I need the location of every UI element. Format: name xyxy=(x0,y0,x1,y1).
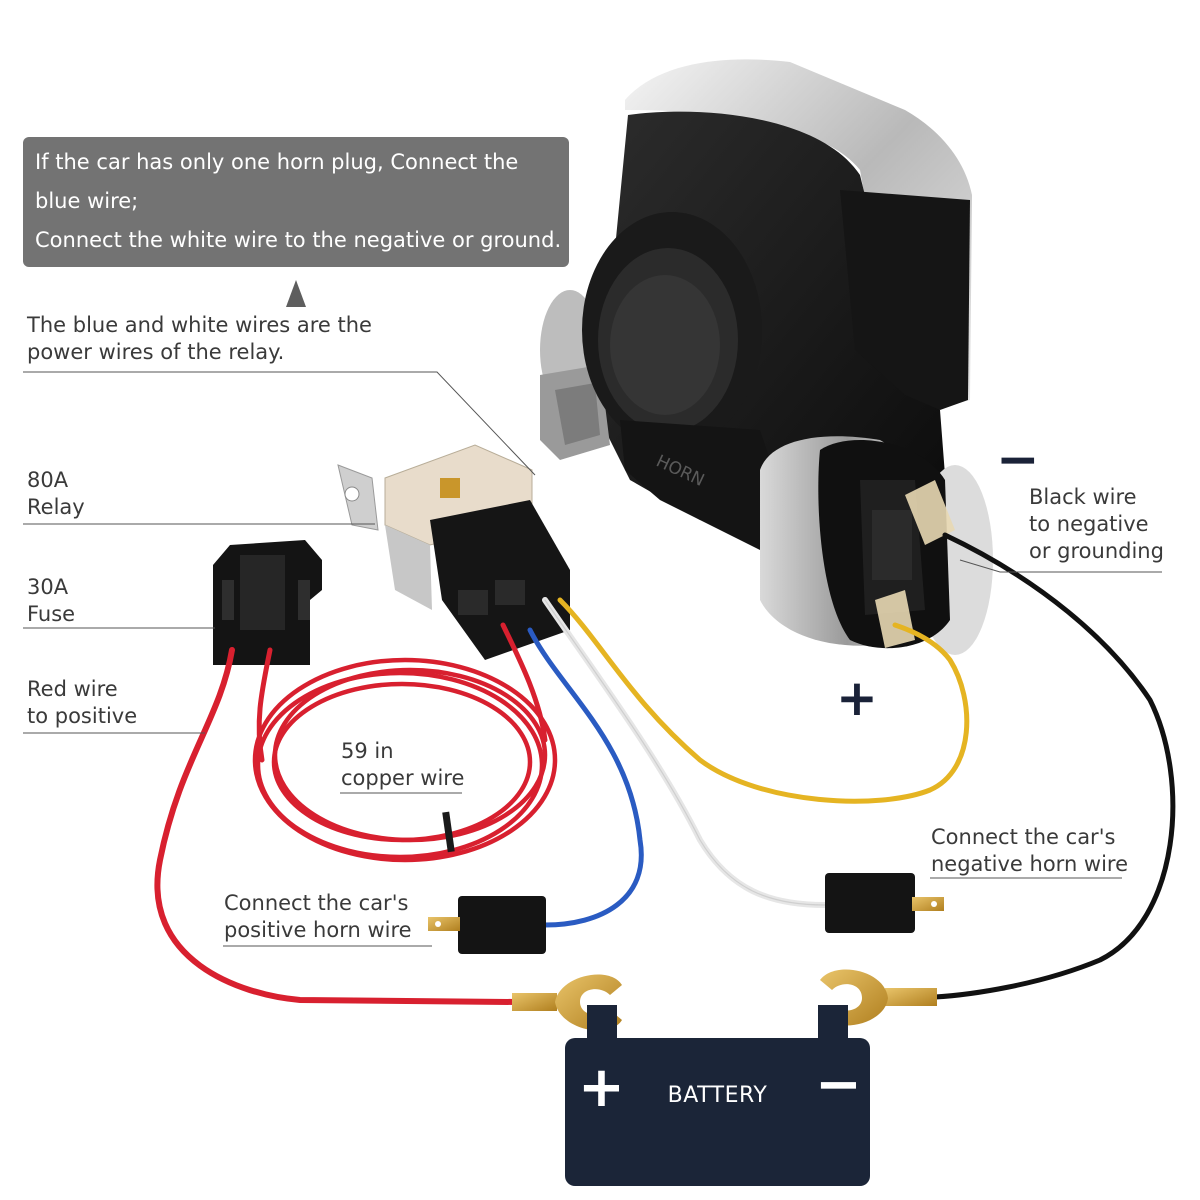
horn-plus-sign: + xyxy=(836,669,878,727)
leader-lines xyxy=(23,280,1162,947)
horn-minus-sign: − xyxy=(996,430,1040,490)
positive-horn-wire-label: Connect the car's positive horn wire xyxy=(224,891,412,942)
callout-line-2: blue wire; xyxy=(35,189,139,213)
callout-line-1: If the car has only one horn plug, Conne… xyxy=(35,150,519,174)
instruction-callout xyxy=(23,137,569,267)
callout-line-3: Connect the white wire to the negative o… xyxy=(35,228,562,252)
red-wire-label: Red wire to positive xyxy=(27,677,138,728)
battery-plus-sign: + xyxy=(578,1055,625,1120)
fuse-holder xyxy=(213,540,322,665)
copper-wire-label: 59 in copper wire xyxy=(341,739,465,790)
battery-label: BATTERY xyxy=(667,1083,768,1108)
battery-minus-sign: − xyxy=(815,1052,862,1117)
negative-horn-connector xyxy=(825,873,944,933)
fuse-label: 30A Fuse xyxy=(27,575,76,626)
battery xyxy=(565,1005,870,1186)
black-wire-label: Black wire to negative or grounding xyxy=(1029,485,1164,563)
wires xyxy=(154,532,1176,1005)
air-horn-compressor: HORN xyxy=(540,59,993,655)
relay-label: 80A Relay xyxy=(27,468,85,519)
red-coiled-wire xyxy=(252,657,558,863)
relay-power-label: The blue and white wires are the power w… xyxy=(27,313,372,364)
instruction-callout-text: If the car has only one horn plug, Conne… xyxy=(35,143,565,260)
callout-pointer xyxy=(286,280,306,307)
relay xyxy=(337,444,570,660)
negative-horn-wire-label: Connect the car's negative horn wire xyxy=(931,825,1129,876)
positive-horn-connector xyxy=(428,896,546,954)
